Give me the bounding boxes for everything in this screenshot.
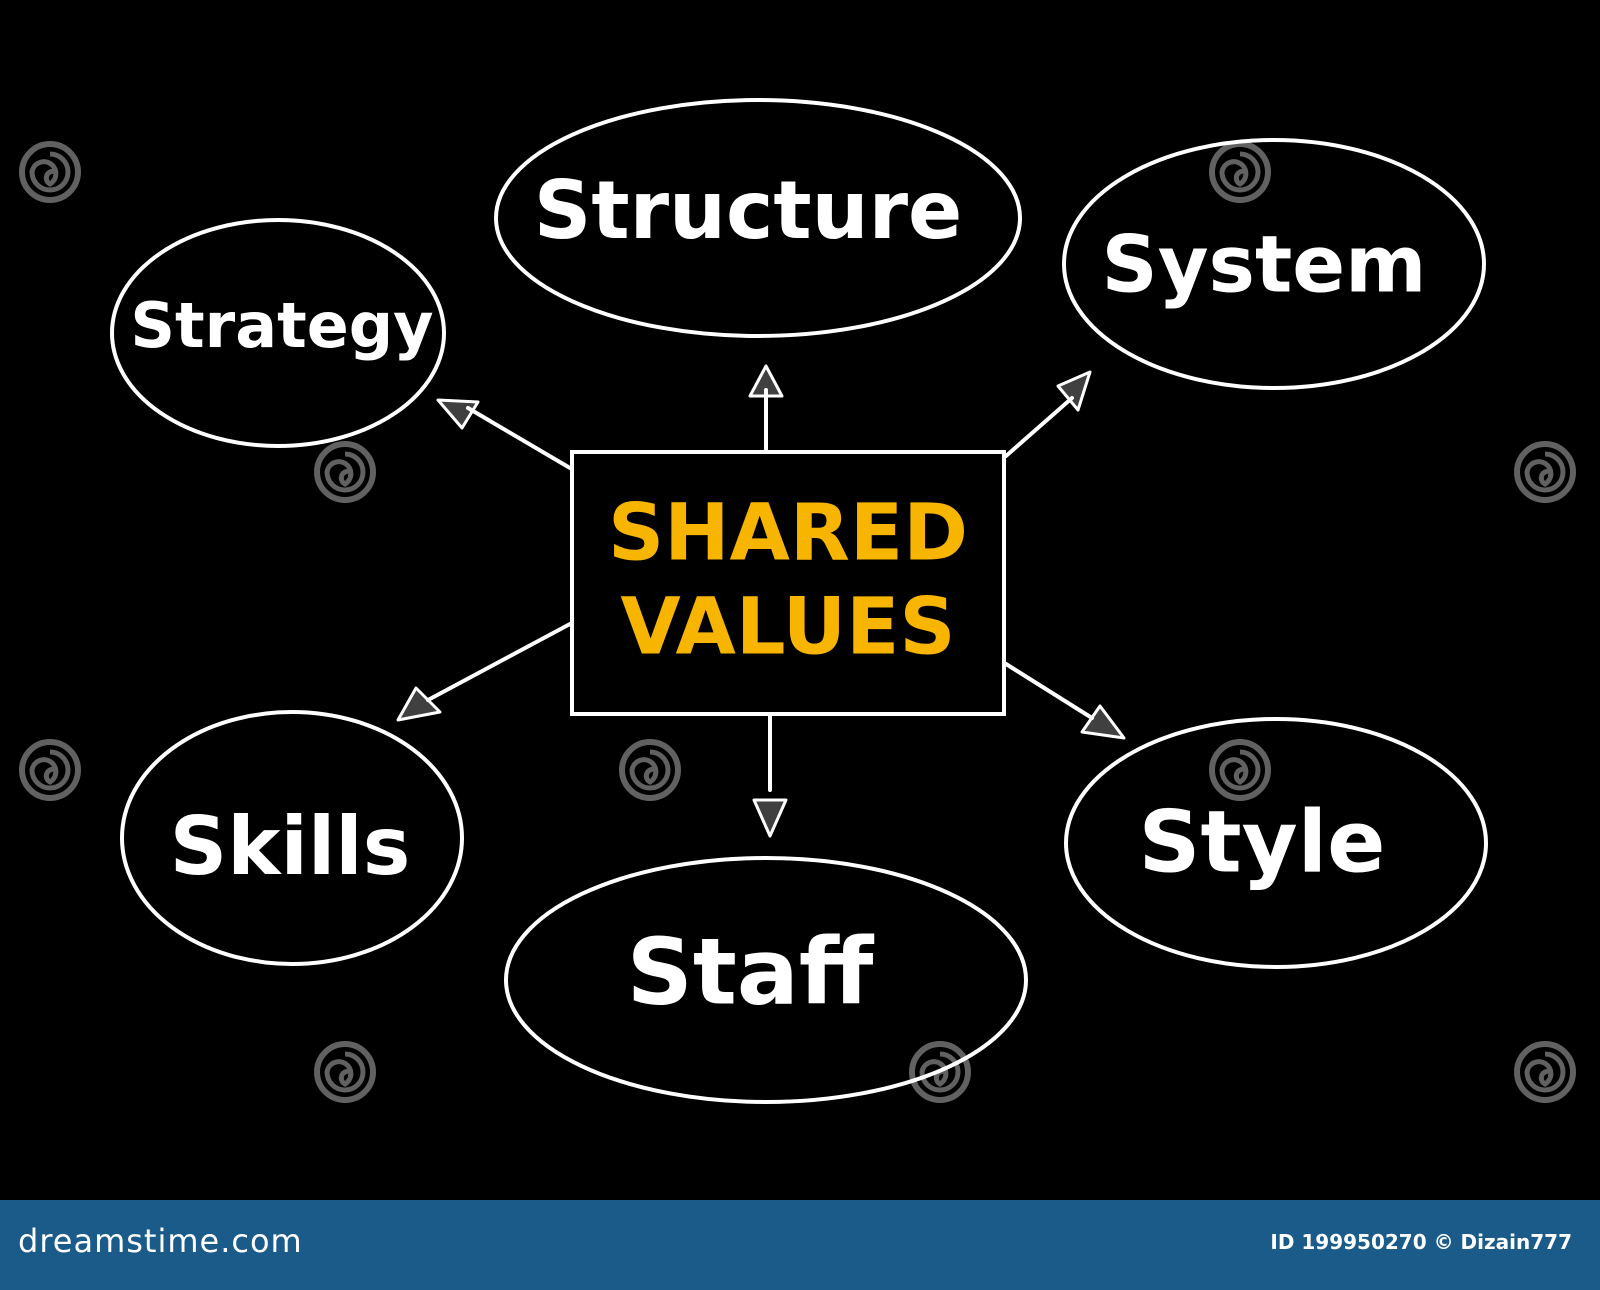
- footer-brand[interactable]: dreamstime.com: [18, 1222, 303, 1260]
- arrowhead-structure: [748, 364, 784, 398]
- spiral-logo-icon: [1517, 444, 1573, 500]
- arrowhead-staff: [752, 798, 788, 838]
- arrowhead-skills: [396, 686, 442, 722]
- spiral-logo-icon: [317, 444, 373, 500]
- spiral-logo-icon: [1212, 742, 1268, 798]
- central-box: [570, 450, 1006, 716]
- node-structure-label: Structure: [534, 164, 963, 257]
- spiral-logo-icon: [22, 742, 78, 798]
- spiral-logo-icon: [1517, 1044, 1573, 1100]
- central-label-line2: VALUES: [620, 582, 955, 672]
- spiral-logo-icon: [317, 1044, 373, 1100]
- arrowheads: [396, 364, 1126, 838]
- arrowhead-strategy: [436, 398, 480, 430]
- connector-style: [1004, 662, 1094, 720]
- node-structure-ellipse: [494, 98, 1022, 338]
- node-system-label: System: [1102, 220, 1427, 310]
- connectors: [426, 388, 1094, 792]
- mind-map: SHARED VALUES Strategy Structure System …: [0, 98, 1600, 1104]
- footer-credit: ID 199950270 © Dizain777: [1270, 1230, 1572, 1254]
- central-node: SHARED VALUES: [570, 450, 1006, 716]
- footer-bar: dreamstime.com ID 199950270 © Dizain777: [0, 1200, 1600, 1290]
- node-skills-label: Skills: [170, 800, 411, 893]
- node-staff-label: Staff: [627, 918, 875, 1025]
- node-strategy-label: Strategy: [130, 289, 433, 362]
- node-skills-ellipse: [120, 710, 464, 966]
- connector-system: [1004, 396, 1074, 458]
- spiral-logo-icon: [22, 144, 78, 200]
- arrowhead-style: [1080, 704, 1126, 740]
- node-system-ellipse: [1062, 138, 1486, 390]
- connector-strategy: [466, 406, 572, 470]
- connector-skills: [426, 622, 572, 702]
- node-strategy-ellipse: [110, 218, 446, 448]
- arrowhead-system: [1056, 370, 1092, 412]
- spiral-logo-icon: [1212, 144, 1268, 200]
- node-style-ellipse: [1064, 717, 1488, 969]
- node-style-label: Style: [1139, 792, 1386, 892]
- node-staff-ellipse: [504, 856, 1028, 1104]
- spiral-logo-icon: [622, 742, 678, 798]
- central-label-line1: SHARED: [608, 488, 968, 578]
- mind-map-canvas: SHARED VALUES Strategy Structure System …: [0, 98, 1600, 1104]
